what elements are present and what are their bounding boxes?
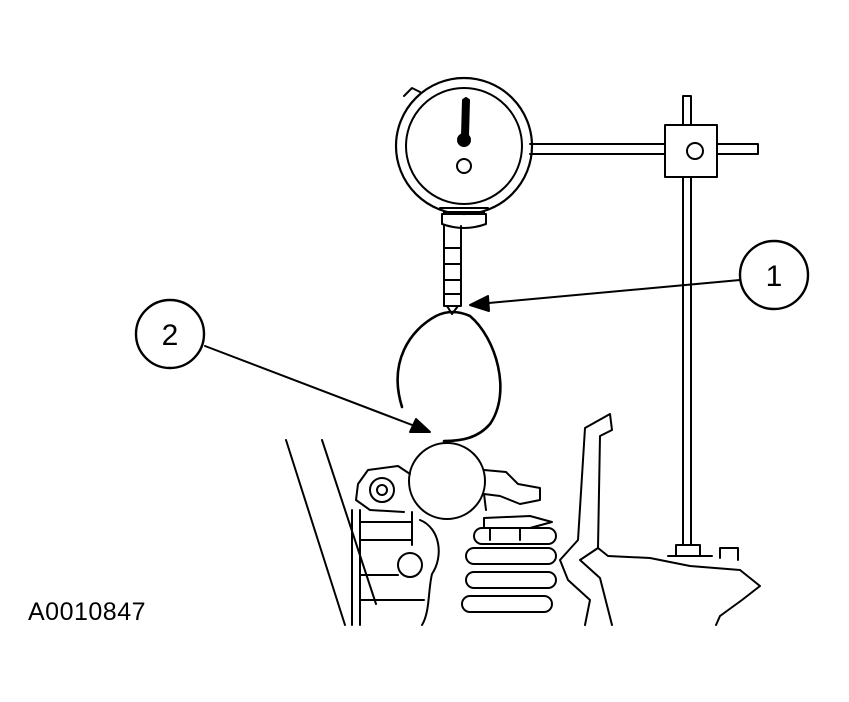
stand-vertical-rod: [682, 95, 692, 546]
valve-retainer: [483, 515, 553, 541]
dial-revolution-counter: [456, 158, 472, 174]
dial-indicator-stand: [529, 95, 759, 561]
stand-clamp-block: [664, 124, 718, 178]
dial-stem-collar: [439, 207, 489, 229]
callout-2: 2: [134, 298, 431, 433]
dial-indicator: [394, 76, 534, 315]
camshaft-lobe: [396, 310, 502, 443]
dial-plunger-stem: [443, 225, 462, 307]
stand-horizontal-arm: [529, 143, 759, 155]
lash-adjuster-port: [397, 552, 423, 578]
dial-needle-icon: [461, 97, 470, 137]
stand-base: [667, 544, 739, 561]
callout-1-leader: [477, 279, 741, 305]
cam-lobe-outline: [396, 310, 502, 443]
callout-1-circle: [738, 239, 810, 311]
callout-1: 1: [469, 239, 810, 312]
valve-spring: [461, 527, 557, 613]
rocker-arm: [355, 465, 541, 513]
callout-2-circle: [134, 298, 206, 370]
cylinder-head-right-wall: [559, 413, 761, 626]
dial-face: [405, 87, 523, 205]
callout-2-leader: [204, 345, 421, 429]
lash-adjuster: [351, 509, 440, 626]
lash-adjuster-ball: [369, 477, 395, 503]
stand-clamp-screw: [686, 142, 704, 160]
valve-train: [351, 442, 557, 626]
figure-id-label: A0010847: [28, 598, 147, 626]
cylinder-head-left-wall: [285, 439, 377, 626]
callout-2-number: 2: [162, 319, 179, 352]
dial-needle-hub: [457, 133, 471, 147]
callout-1-number: 1: [766, 260, 783, 293]
callout-2-arrowhead-icon: [409, 418, 431, 433]
callout-1-arrowhead-icon: [469, 295, 490, 312]
cylinder-head: [285, 413, 761, 626]
roller-follower: [408, 442, 486, 520]
